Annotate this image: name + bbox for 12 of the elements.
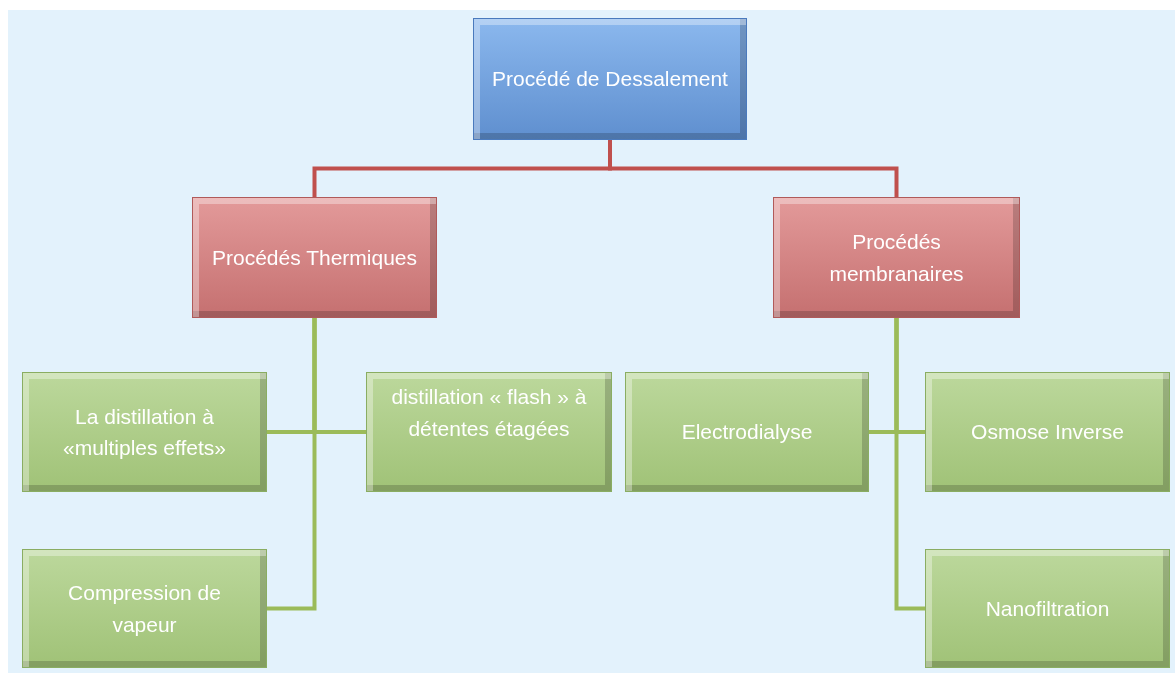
category-box: Procédés Thermiques <box>192 197 437 318</box>
process-box: distillation « flash » à détentes étagées <box>366 372 612 492</box>
category-box: Procédés membranaires <box>773 197 1020 318</box>
process-box: Osmose Inverse <box>925 372 1170 492</box>
process-box: Compression de vapeur <box>22 549 267 668</box>
root-process-box: Procédé de Dessalement <box>473 18 747 140</box>
connector-line <box>267 318 317 611</box>
process-box: Nanofiltration <box>925 549 1170 668</box>
process-box: Electrodialyse <box>625 372 869 492</box>
process-box: La distillation à «multiples effets» <box>22 372 267 492</box>
connector-line <box>894 318 925 611</box>
connector-line <box>608 140 899 197</box>
